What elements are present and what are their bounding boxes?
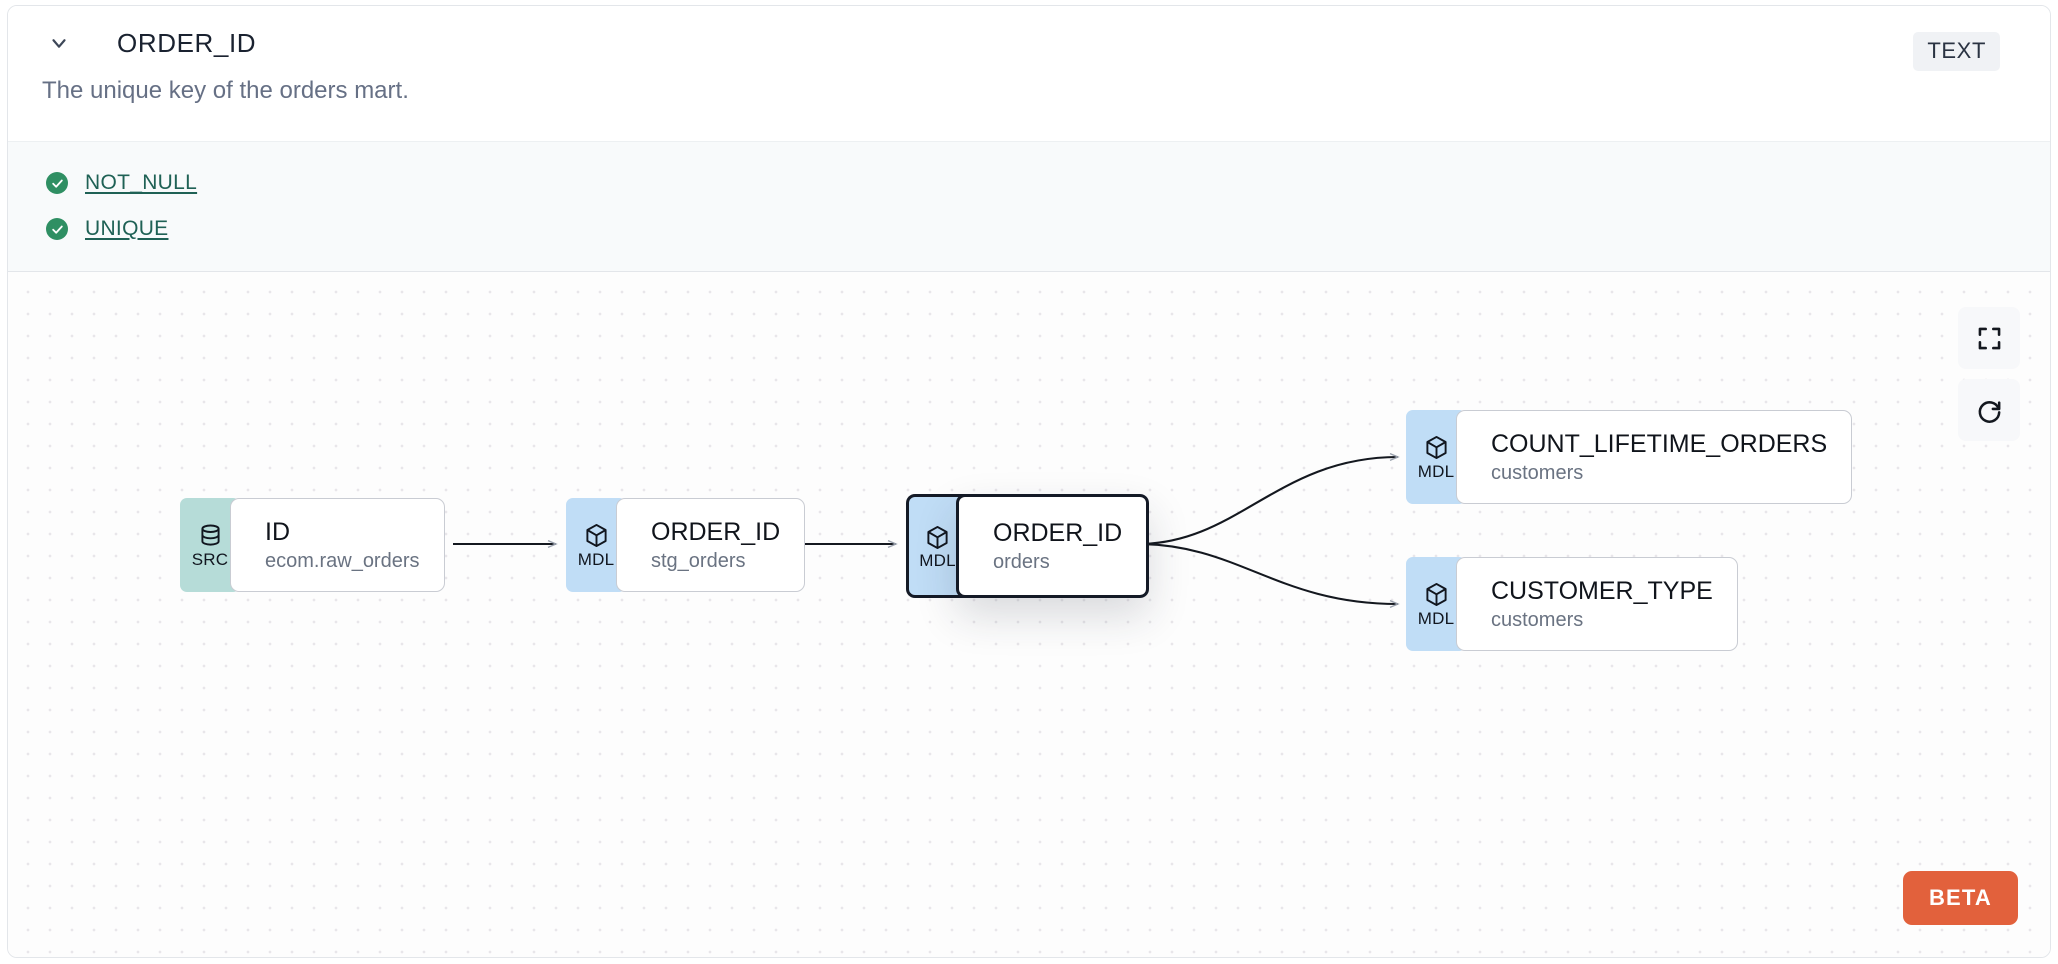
check-circle-icon (46, 218, 68, 240)
tests-section: NOT_NULL UNIQUE (8, 141, 2050, 272)
lineage-node-count-lifetime-orders[interactable]: MDL COUNT_LIFETIME_ORDERS customers (1406, 410, 1853, 504)
node-name: ORDER_ID (651, 517, 781, 546)
cube-icon (1425, 582, 1447, 607)
lineage-node-orders-order-id[interactable]: MDL ORDER_ID orders (906, 494, 1150, 598)
column-header-row: ORDER_ID (8, 6, 2050, 68)
lineage-canvas[interactable]: SRC ID ecom.raw_orders MDL ORDER_ID stg_… (8, 272, 2050, 957)
lineage-node-src-id[interactable]: SRC ID ecom.raw_orders (180, 498, 445, 592)
cube-icon (585, 523, 607, 548)
column-description: The unique key of the orders mart. (42, 77, 409, 104)
column-type-badge: TEXT (1913, 32, 2000, 71)
beta-badge[interactable]: BETA (1902, 871, 2018, 925)
test-link-not-null[interactable]: NOT_NULL (85, 171, 198, 194)
node-subtitle: stg_orders (651, 549, 746, 572)
chevron-down-icon[interactable] (46, 30, 72, 56)
refresh-icon (1978, 400, 2000, 423)
fullscreen-icon (1978, 327, 2000, 349)
node-badge-label: SRC (191, 550, 229, 569)
edge-orders-to-customer-type (1137, 542, 1398, 604)
check-circle-icon (46, 172, 68, 194)
node-name: CUSTOMER_TYPE (1491, 576, 1713, 605)
node-body: ID ecom.raw_orders (230, 498, 445, 592)
test-link-unique[interactable]: UNIQUE (85, 217, 169, 240)
node-subtitle: orders (993, 550, 1050, 573)
node-subtitle: ecom.raw_orders (265, 549, 420, 572)
node-body: CUSTOMER_TYPE customers (1456, 557, 1738, 651)
column-header: ORDER_ID TEXT The unique key of the orde… (8, 6, 2050, 141)
node-name: COUNT_LIFETIME_ORDERS (1491, 429, 1828, 458)
column-detail-card: ORDER_ID TEXT The unique key of the orde… (7, 5, 2051, 958)
node-body: ORDER_ID stg_orders (616, 498, 806, 592)
node-badge-label: MDL (1417, 462, 1455, 481)
page-title: ORDER_ID (117, 27, 257, 58)
lineage-edges (453, 272, 2050, 957)
edge-orders-to-count-lifetime (1137, 457, 1398, 546)
database-icon (200, 524, 220, 546)
node-body: COUNT_LIFETIME_ORDERS customers (1456, 410, 1853, 504)
node-body: ORDER_ID orders (956, 494, 1150, 598)
lineage-node-stg-order-id[interactable]: MDL ORDER_ID stg_orders (566, 498, 806, 592)
node-name: ORDER_ID (993, 518, 1123, 547)
node-badge-label: MDL (919, 550, 956, 570)
cube-icon (927, 525, 948, 549)
node-badge-label: MDL (1417, 609, 1455, 628)
node-subtitle: customers (1491, 461, 1584, 484)
cube-icon (1425, 435, 1447, 460)
test-row-unique[interactable]: UNIQUE (8, 206, 2050, 252)
fullscreen-button[interactable] (1958, 307, 2020, 369)
lineage-node-customer-type[interactable]: MDL CUSTOMER_TYPE customers (1406, 557, 1738, 651)
node-badge-label: MDL (577, 550, 615, 569)
node-name: ID (265, 517, 290, 546)
refresh-button[interactable] (1958, 379, 2020, 441)
node-subtitle: customers (1491, 608, 1584, 631)
test-row-not-null[interactable]: NOT_NULL (8, 160, 2050, 206)
